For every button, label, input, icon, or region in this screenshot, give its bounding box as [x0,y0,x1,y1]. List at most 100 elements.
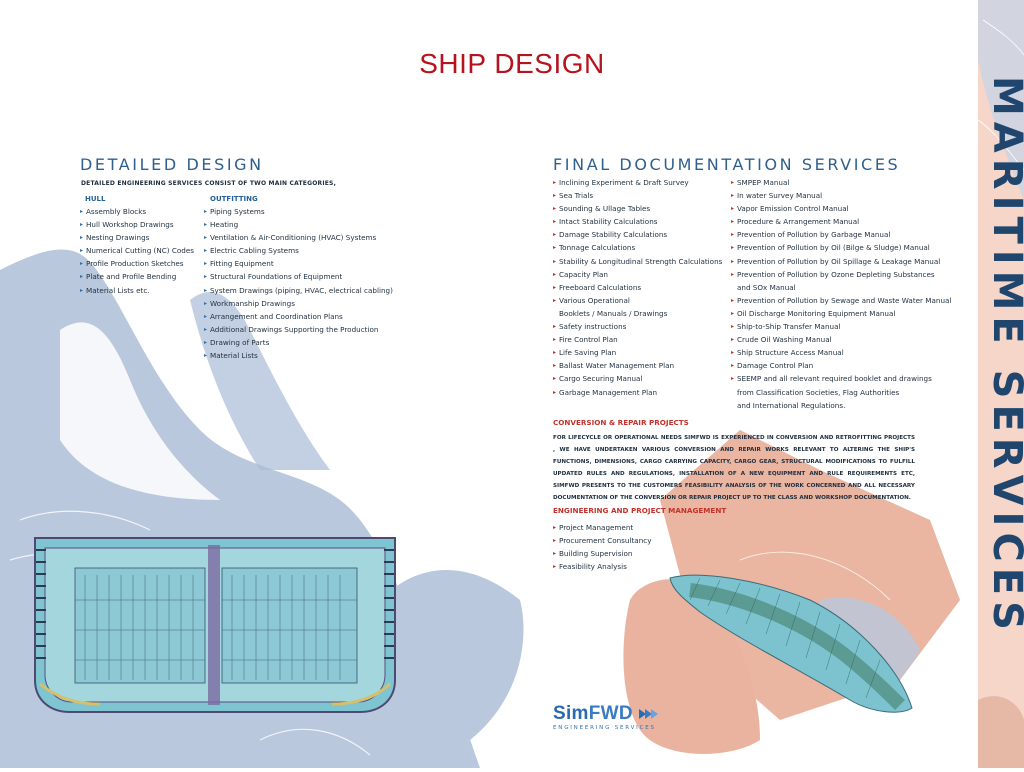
bullet-icon: ▸ [80,221,84,229]
bullet-icon: ▸ [731,323,735,331]
final-doc-col2: ▸SMPEP Manual ▸In water Survey Manual ▸V… [731,176,951,412]
list-item: ▸Hull Workshop Drawings [80,218,194,231]
list-item: ▸Project Management [553,521,651,534]
conversion-repair-heading: CONVERSION & REPAIR PROJECTS [553,418,689,427]
outfitting-list: ▸Piping Systems ▸Heating ▸Ventilation & … [204,205,393,362]
list-item: ▸Feasibility Analysis [553,560,651,573]
list-item: ▸Crude Oil Washing Manual [731,333,951,346]
bullet-icon: ▸ [731,349,735,357]
bullet-icon: ▸ [204,312,208,320]
bullet-icon: ▸ [204,234,208,242]
list-item: ▸Sea Trials [553,189,722,202]
list-item: ▸Arrangement and Coordination Plans [204,310,393,323]
list-item: ▸Ballast Water Management Plan [553,359,722,372]
bullet-icon: ▸ [553,362,557,370]
list-item: ▸Fire Control Plan [553,333,722,346]
bullet-icon: ▸ [204,352,208,360]
bullet-icon: ▸ [731,192,735,200]
list-item: ▸Oil Discharge Monitoring Equipment Manu… [731,307,951,320]
side-banner-art [977,0,1024,768]
bullet-icon: ▸ [553,205,557,213]
bullet-icon: ▸ [553,323,557,331]
engineering-pm-heading: ENGINEERING AND PROJECT MANAGEMENT [553,506,727,515]
list-item: ▸Garbage Management Plan [553,386,722,399]
bullet-icon: ▸ [204,221,208,229]
bullet-icon: ▸ [553,563,557,571]
bullet-icon: ▸ [553,375,557,383]
list-item: ▸SMPEP Manual [731,176,951,189]
bullet-icon: ▸ [731,336,735,344]
hull-3d-drawing [669,574,913,713]
bullet-icon: ▸ [553,388,557,396]
list-item: ▸Tonnage Calculations [553,241,722,254]
list-item: ▸Prevention of Pollution by Ozone Deplet… [731,268,951,281]
bullet-icon: ▸ [553,550,557,558]
conversion-repair-text: FOR LIFECYCLE OR OPERATIONAL NEEDS SIMFW… [553,435,915,501]
midship-section-drawing [34,537,396,713]
list-item: ▸Prevention of Pollution by Oil Spillage… [731,255,951,268]
list-item: ▸Piping Systems [204,205,393,218]
bullet-icon: ▸ [204,208,208,215]
list-item: ▸Stability & Longitudinal Strength Calcu… [553,255,722,268]
list-item: ▸Safety instructions [553,320,722,333]
bg-white-peak [60,322,220,500]
bullet-icon: ▸ [80,273,84,281]
bullet-icon: ▸ [731,231,735,239]
list-item: ▸Material Lists etc. [80,284,194,297]
bullet-icon: ▸ [80,260,84,268]
bullet-icon: ▸ [553,524,557,531]
bullet-icon: ▸ [553,270,557,278]
bg-blue-peak-center [190,291,330,470]
list-item: ▸Capacity Plan [553,268,722,281]
list-item-continuation: and SOx Manual [737,282,796,292]
bullet-icon: ▸ [553,336,557,344]
final-doc-col1: ▸Inclining Experiment & Draft Survey ▸Se… [553,176,722,399]
list-item: ▸Prevention of Pollution by Sewage and W… [731,294,951,307]
slide-title: SHIP DESIGN [419,48,605,79]
bullet-icon: ▸ [204,273,208,281]
bullet-icon: ▸ [553,192,557,200]
bullet-icon: ▸ [80,234,84,242]
list-item: ▸Assembly Blocks [80,205,194,218]
list-item: ▸Life Saving Plan [553,346,722,359]
bullet-icon: ▸ [731,375,735,383]
list-item: ▸Cargo Securing Manual [553,372,722,385]
side-banner: MARITIME SERVICES [977,0,1024,768]
bullet-icon: ▸ [204,299,208,307]
list-item: ▸Prevention of Pollution by Garbage Manu… [731,228,951,241]
bullet-icon: ▸ [553,244,557,252]
bullet-icon: ▸ [204,325,208,333]
list-item: ▸Material Lists [204,349,393,362]
bullet-icon: ▸ [553,179,557,186]
list-item: ▸Prevention of Pollution by Oil (Bilge &… [731,241,951,254]
list-item: ▸Building Supervision [553,547,651,560]
bullet-icon: ▸ [204,247,208,255]
list-item: ▸SEEMP and all relevant required booklet… [731,372,951,385]
list-item: ▸Nesting Drawings [80,231,194,244]
bullet-icon: ▸ [204,286,208,294]
list-item: ▸Intact Stability Calculations [553,215,722,228]
list-item: ▸In water Survey Manual [731,189,951,202]
list-item: ▸Procurement Consultancy [553,534,651,547]
hull-list: ▸Assembly Blocks ▸Hull Workshop Drawings… [80,205,194,297]
list-item: ▸Vapor Emission Control Manual [731,202,951,215]
bullet-icon: ▸ [731,362,735,370]
bullet-icon: ▸ [80,286,84,294]
list-item: ▸Damage Control Plan [731,359,951,372]
list-item: ▸Various Operational [553,294,722,307]
bullet-icon: ▸ [731,179,735,186]
final-documentation-heading: FINAL DOCUMENTATION SERVICES [553,155,901,174]
bullet-icon: ▸ [553,283,557,291]
list-item: ▸Electric Cabling Systems [204,244,393,257]
bullet-icon: ▸ [553,349,557,357]
side-banner-text: MARITIME SERVICES [984,76,1024,636]
list-item: ▸System Drawings (piping, HVAC, electric… [204,284,393,297]
list-item: ▸Profile Production Sketches [80,257,194,270]
list-item: ▸Plate and Profile Bending [80,270,194,283]
list-item: ▸Ship-to-Ship Transfer Manual [731,320,951,333]
detailed-design-heading: DETAILED DESIGN [80,155,264,174]
list-item: ▸Fitting Equipment [204,257,393,270]
logo-arrows-icon [638,708,658,719]
bullet-icon: ▸ [553,257,557,265]
